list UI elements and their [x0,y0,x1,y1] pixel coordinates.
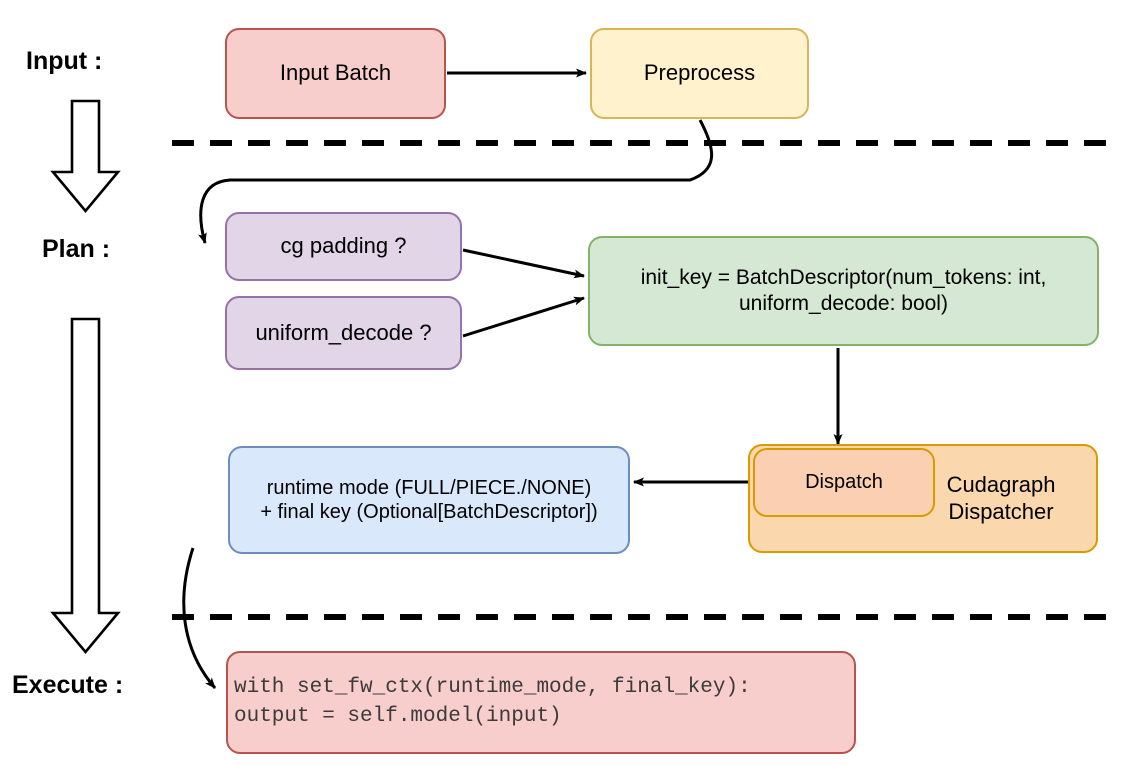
stage-label-input: Input : [26,47,103,75]
node-code-block[interactable]: with set_fw_ctx(runtime_mode, final_key)… [226,651,856,754]
node-preprocess-label: Preprocess [643,60,756,86]
cg-padding-to-init-key-connector [462,248,585,279]
plan-to-execute-flow-arrow [50,317,121,655]
node-code-block-text: with set_fw_ctx(runtime_mode, final_key)… [234,676,751,728]
preprocess-to-cg-padding-connector [198,119,713,244]
runtime-mode-to-code-connector [182,547,217,689]
stage-label-execute: Execute : [12,671,124,699]
node-preprocess[interactable]: Preprocess [590,28,809,119]
node-runtime-mode-label: runtime mode (FULL/PIECE./NONE) + final … [260,476,598,523]
node-cudagraph-dispatcher-label: Cudagraph Dispatcher [946,471,1056,524]
node-cg-padding-label: cg padding ? [280,233,407,259]
node-dispatch-label: Dispatch [805,471,883,494]
node-init-key[interactable]: init_key = BatchDescriptor(num_tokens: i… [588,236,1099,346]
node-dispatch[interactable]: Dispatch [753,448,935,517]
node-cg-padding[interactable]: cg padding ? [225,212,462,281]
node-input-batch-label: Input Batch [279,60,392,86]
node-uniform-decode[interactable]: uniform_decode ? [225,296,462,370]
node-uniform-decode-label: uniform_decode ? [255,319,432,345]
node-init-key-label: init_key = BatchDescriptor(num_tokens: i… [640,266,1047,315]
stage-label-plan: Plan : [42,235,111,263]
input-to-plan-flow-arrow [50,99,121,214]
uniform-decode-to-init-key-connector [462,296,585,338]
node-runtime-mode[interactable]: runtime mode (FULL/PIECE./NONE) + final … [228,446,630,554]
node-input-batch[interactable]: Input Batch [225,28,446,119]
